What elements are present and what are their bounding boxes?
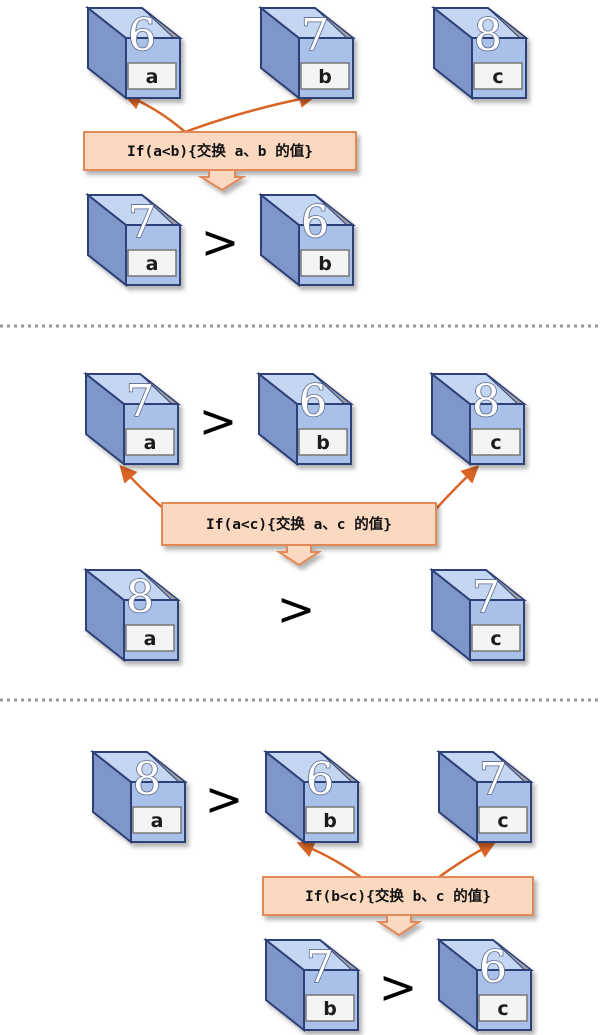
greater-than-sign: > bbox=[379, 960, 418, 1014]
value-box: 6 b bbox=[263, 749, 361, 845]
section-1: If(a<b){交换 a、b 的值} 6 a 7 b 8 c bbox=[83, 5, 529, 288]
box-label: b bbox=[323, 810, 337, 832]
box-label: b bbox=[316, 432, 330, 454]
box-label: a bbox=[151, 810, 164, 832]
section-3: If(b<c){交换 b、c 的值} 8 a > 6 b 7 bbox=[90, 749, 534, 1033]
greater-than-sign: > bbox=[205, 772, 244, 826]
greater-than-sign: > bbox=[277, 582, 316, 636]
box-label: c bbox=[492, 66, 503, 88]
box-value: 7 bbox=[472, 572, 500, 623]
swap-arrow bbox=[119, 464, 166, 511]
condition-text: If(a<b){交换 a、b 的值} bbox=[127, 142, 313, 160]
box-value: 7 bbox=[128, 197, 156, 248]
box-label: c bbox=[497, 998, 508, 1020]
condition-text: If(b<c){交换 b、c 的值} bbox=[305, 887, 491, 905]
swap-arrow bbox=[296, 840, 366, 882]
value-box: 7 a bbox=[85, 192, 183, 288]
value-box: 8 c bbox=[429, 371, 527, 467]
box-label: a bbox=[146, 253, 159, 275]
box-value: 8 bbox=[133, 754, 161, 805]
swap-arrow bbox=[434, 841, 497, 882]
value-box: 6 b bbox=[258, 192, 356, 288]
section-2: If(a<c){交换 a、c 的值} 7 a > 6 b 8 bbox=[83, 371, 527, 663]
value-box: 6 c bbox=[436, 937, 534, 1033]
box-label: c bbox=[497, 810, 508, 832]
condition-box bbox=[83, 131, 357, 192]
box-value: 8 bbox=[472, 376, 500, 427]
box-label: b bbox=[323, 998, 337, 1020]
condition-box bbox=[161, 502, 437, 567]
box-value: 6 bbox=[128, 10, 156, 61]
swap-arrow bbox=[123, 93, 186, 133]
box-value: 6 bbox=[306, 754, 334, 805]
value-box: 7 b bbox=[263, 937, 361, 1033]
value-box: 6 b bbox=[256, 371, 354, 467]
box-value: 8 bbox=[474, 10, 502, 61]
box-value: 6 bbox=[299, 376, 327, 427]
box-value: 7 bbox=[479, 754, 507, 805]
box-label: c bbox=[490, 628, 501, 650]
value-box: 7 a bbox=[83, 371, 181, 467]
box-value: 6 bbox=[479, 942, 507, 993]
box-value: 7 bbox=[306, 942, 334, 993]
condition-box bbox=[262, 876, 534, 937]
greater-than-sign: > bbox=[199, 394, 238, 448]
swap-arrow bbox=[184, 90, 317, 134]
swap-arrow bbox=[434, 465, 480, 511]
value-box: 7 c bbox=[436, 749, 534, 845]
value-box: 8 a bbox=[90, 749, 188, 845]
box-label: c bbox=[490, 432, 501, 454]
greater-than-sign: > bbox=[201, 215, 240, 269]
value-box: 7 c bbox=[429, 567, 527, 663]
box-value: 7 bbox=[126, 376, 154, 427]
value-box: 6 a bbox=[85, 5, 183, 101]
box-value: 6 bbox=[301, 197, 329, 248]
box-label: b bbox=[318, 66, 332, 88]
value-box: 8 a bbox=[83, 567, 181, 663]
box-value: 8 bbox=[126, 572, 154, 623]
box-label: a bbox=[144, 628, 157, 650]
box-value: 7 bbox=[301, 10, 329, 61]
box-label: a bbox=[146, 66, 159, 88]
box-label: a bbox=[144, 432, 157, 454]
condition-text: If(a<c){交换 a、c 的值} bbox=[206, 515, 392, 533]
box-label: b bbox=[318, 253, 332, 275]
value-box: 8 c bbox=[431, 5, 529, 101]
value-box: 7 b bbox=[258, 5, 356, 101]
